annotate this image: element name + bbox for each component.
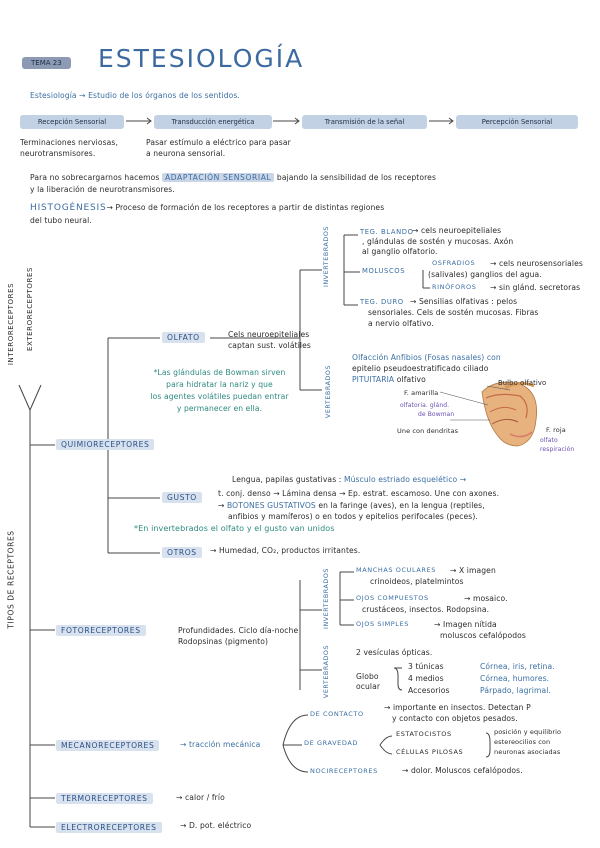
gravity-brace-desc-2: estereocilios con bbox=[494, 738, 550, 746]
osphradia-desc-2: (salivales) ganglios del agua. bbox=[428, 270, 542, 279]
red-region-label: F. roja bbox=[546, 426, 566, 434]
flow-note-1: Terminaciones nerviosas, neurotransmisor… bbox=[20, 137, 138, 159]
adaptation-line-2: y la liberación de neurotransmisores. bbox=[30, 185, 175, 194]
nociceptors-label: NOCIRECEPTORES bbox=[310, 767, 378, 775]
olfaction-label: OLFATO bbox=[162, 332, 205, 343]
histogenesis-line-1: HISTOGÉNESIS→ Proceso de formación de lo… bbox=[30, 203, 384, 213]
chemoreceptors-label: QUIMIORECEPTORES bbox=[56, 439, 154, 450]
vertebrate-olfaction-desc-2: epitelio pseudoestratificado ciliado bbox=[352, 364, 488, 373]
soft-tegument-desc-3: al ganglio olfatorio. bbox=[362, 247, 438, 256]
respiration-diagram-label: respiración bbox=[540, 446, 574, 453]
flow-step-3: Transmisión de la señal bbox=[302, 115, 427, 129]
molluscs-label: MOLUSCOS bbox=[362, 267, 405, 275]
bowman-gland-label-2: de Bowman bbox=[418, 411, 454, 418]
media-desc: Córnea, humores. bbox=[480, 674, 549, 683]
taste-line-4: anfibios y mamíferos) o en todos y epite… bbox=[228, 512, 478, 521]
photoreceptors-desc-2: Rodopsinas (pigmento) bbox=[178, 637, 268, 646]
tunics-label: 3 túnicas bbox=[408, 662, 444, 671]
others-label: OTROS bbox=[162, 547, 202, 558]
bowman-gland-label: olfatoria. glánd. bbox=[400, 402, 449, 409]
eyespots-label: MANCHAS OCULARES bbox=[356, 566, 436, 574]
gravity-label: DE GRAVEDAD bbox=[304, 739, 358, 747]
taste-line-2: t. conj. denso → Lámina densa → Ep. estr… bbox=[218, 489, 499, 498]
statocysts-label: ESTATOCISTOS bbox=[396, 730, 452, 738]
eyespots-desc-2: crinoideos, platelmintos bbox=[370, 577, 464, 586]
simple-eyes-label: OJOS SIMPLES bbox=[356, 620, 409, 628]
tunics-desc: Córnea, iris, retina. bbox=[480, 662, 555, 671]
vertebrate-olfaction-desc-1: Olfacción Anfibios (Fosas nasales) con bbox=[352, 353, 501, 362]
electroreceptors-desc: → D. pot. eléctrico bbox=[180, 821, 251, 830]
nociceptors-desc: → dolor. Moluscos cefalópodos. bbox=[402, 766, 523, 775]
media-label: 4 medios bbox=[408, 674, 444, 683]
bowman-note: *Las glándulas de Bowman sirven para hid… bbox=[132, 367, 307, 415]
nasal-diagram bbox=[440, 382, 537, 446]
others-desc: → Humedad, CO₂, productos irritantes. bbox=[210, 546, 360, 555]
olfaction-desc-1: Cels neuroepiteliales bbox=[228, 330, 309, 339]
dendrites-label: Une con dendritas bbox=[397, 427, 458, 435]
osphradia-desc: → cels neurosensoriales bbox=[490, 259, 583, 268]
taste-line-1: Lengua, papilas gustativas : Músculo est… bbox=[232, 475, 466, 484]
olfaction-invertebrates-label: INVERTEBRADOS bbox=[323, 226, 330, 287]
mechanoreceptors-label: MECANORECEPTORES bbox=[56, 740, 159, 751]
compound-eyes-desc: → mosaico. bbox=[464, 594, 508, 603]
gravity-brace-desc-3: neuronas asociadas bbox=[494, 748, 560, 756]
contact-desc-2: y contacto con objetos pesados. bbox=[392, 714, 518, 723]
optic-vesicles-text: 2 vesículas ópticas. bbox=[356, 648, 432, 657]
contact-desc-1: → importante en insectos. Detectan P bbox=[384, 703, 531, 712]
photo-invertebrates-label: INVERTEBRADOS bbox=[323, 568, 330, 629]
flow-step-4: Percepción Sensorial bbox=[456, 115, 578, 129]
soft-tegument-desc-1: → cels neuroepiteliales bbox=[412, 226, 501, 235]
yellow-region-label: F. amarilla bbox=[404, 389, 438, 397]
olfaction-diagram-label: olfato bbox=[540, 437, 558, 444]
simple-eyes-desc: → Imagen nítida bbox=[434, 620, 497, 629]
electroreceptors-label: ELECTRORECEPTORES bbox=[56, 822, 162, 833]
accessories-label: Accesorios bbox=[408, 686, 450, 695]
topic-tag: TEMA 23 bbox=[22, 57, 71, 69]
photoreceptors-label: FOTORECEPTORES bbox=[56, 625, 146, 636]
eyeball-label: Globo ocular bbox=[356, 672, 396, 692]
invertebrate-taste-note: *En invertebrados el olfato y el gusto v… bbox=[134, 524, 335, 533]
flow-step-1: Recepción Sensorial bbox=[20, 115, 124, 129]
intro-definition: Estesiología → Estudio de los órganos de… bbox=[30, 91, 240, 100]
thermoreceptors-label: TERMORECEPTORES bbox=[56, 793, 153, 804]
taste-label: GUSTO bbox=[162, 492, 202, 503]
flow-note-2: Pasar estímulo a eléctrico para pasar a … bbox=[146, 137, 296, 159]
vertebrate-olfaction-desc-3: PITUITARIA olfativo bbox=[352, 375, 426, 384]
receptor-types-label: TIPOS DE RECEPTORES bbox=[7, 530, 16, 628]
hair-cells-label: CÉLULAS PILOSAS bbox=[396, 748, 463, 756]
thermoreceptors-desc: → calor / frío bbox=[176, 793, 225, 802]
adaptation-line-1: Para no sobrecargarnos hacemos ADAPTACIÓ… bbox=[30, 173, 436, 182]
simple-eyes-desc-2: moluscos cefalópodos bbox=[440, 631, 526, 640]
interoreceptors-label: INTERORECEPTORES bbox=[7, 283, 15, 365]
soft-tegument-label: TEG. BLANDO bbox=[360, 228, 414, 236]
rhinophores-desc: → sin glánd. secretoras bbox=[490, 283, 580, 292]
gravity-brace-desc-1: posición y equilibrio bbox=[494, 728, 561, 736]
hard-tegument-desc-1: → Sensilias olfativas : pelos bbox=[410, 297, 517, 306]
photoreceptors-desc-1: Profundidades. Ciclo día-noche bbox=[178, 626, 298, 635]
accessories-desc: Párpado, lagrimal. bbox=[480, 686, 551, 695]
hard-tegument-label: TEG. DURO bbox=[360, 298, 404, 306]
taste-line-3: → BOTONES GUSTATIVOS en la faringe (aves… bbox=[218, 501, 485, 510]
olfactory-bulb-label: Bulbo olfativo bbox=[498, 379, 546, 387]
hard-tegument-desc-3: a nervio olfativo. bbox=[368, 319, 434, 328]
rhinophores-label: RINÓFOROS bbox=[432, 283, 476, 291]
soft-tegument-desc-2: , glándulas de sostén y mucosas. Axón bbox=[362, 237, 513, 246]
compound-eyes-label: OJOS COMPUESTOS bbox=[356, 594, 429, 602]
photo-vertebrates-label: VERTEBRADOS bbox=[323, 645, 330, 698]
exteroreceptors-label: EXTERORECEPTORES bbox=[26, 267, 34, 351]
mechanoreceptors-desc: → tracción mecánica bbox=[180, 740, 260, 749]
flow-step-2: Transducción energética bbox=[154, 115, 272, 129]
compound-eyes-desc-2: crustáceos, insectos. Rodopsina. bbox=[362, 605, 489, 614]
contact-label: DE CONTACTO bbox=[310, 710, 364, 718]
histogenesis-line-2: del tubo neural. bbox=[30, 216, 92, 225]
olfaction-desc-2: captan sust. volátiles bbox=[228, 341, 311, 350]
page-title: ESTESIOLOGÍA bbox=[98, 44, 304, 73]
olfaction-vertebrates-label: VERTEBRADOS bbox=[325, 365, 332, 418]
osphradia-label: OSFRADIOS bbox=[432, 259, 475, 267]
eyespots-desc: → X imagen bbox=[450, 566, 496, 575]
hard-tegument-desc-2: sensoriales. Cels de sostén mucosas. Fib… bbox=[368, 308, 539, 317]
